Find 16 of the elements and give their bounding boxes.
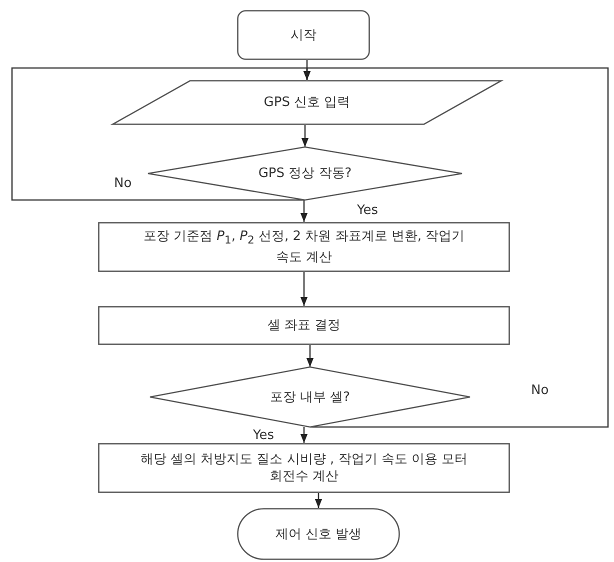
arrow [300, 427, 308, 443]
arrow [300, 200, 308, 222]
start-terminal: 시작 [237, 10, 370, 60]
arrow [303, 67, 609, 428]
process-box: 포장 기준점 P$_{1}$, P$_{2}$ 선정, 2 차원 좌표계로 변환, 작업기 속도 계산 [98, 222, 510, 272]
process-box: 해당 셀의 처방지도 질소 시비량 , 작업기 속도 이용 모터 회전수 계산 [98, 443, 510, 493]
input-parallelogram: GPS 신호 입력 [112, 80, 502, 125]
arrow [300, 272, 308, 306]
arrow [306, 345, 314, 367]
edge-label: No [113, 176, 133, 190]
arrow [301, 125, 309, 147]
end-terminal: 제어 신호 발생 [237, 508, 400, 560]
decision-diamond: GPS 정상 작동? [148, 147, 462, 200]
arrow [314, 493, 322, 508]
process-box: 셀 좌표 결정 [98, 306, 510, 345]
decision-diamond: 포장 내부 셀? [150, 367, 470, 427]
